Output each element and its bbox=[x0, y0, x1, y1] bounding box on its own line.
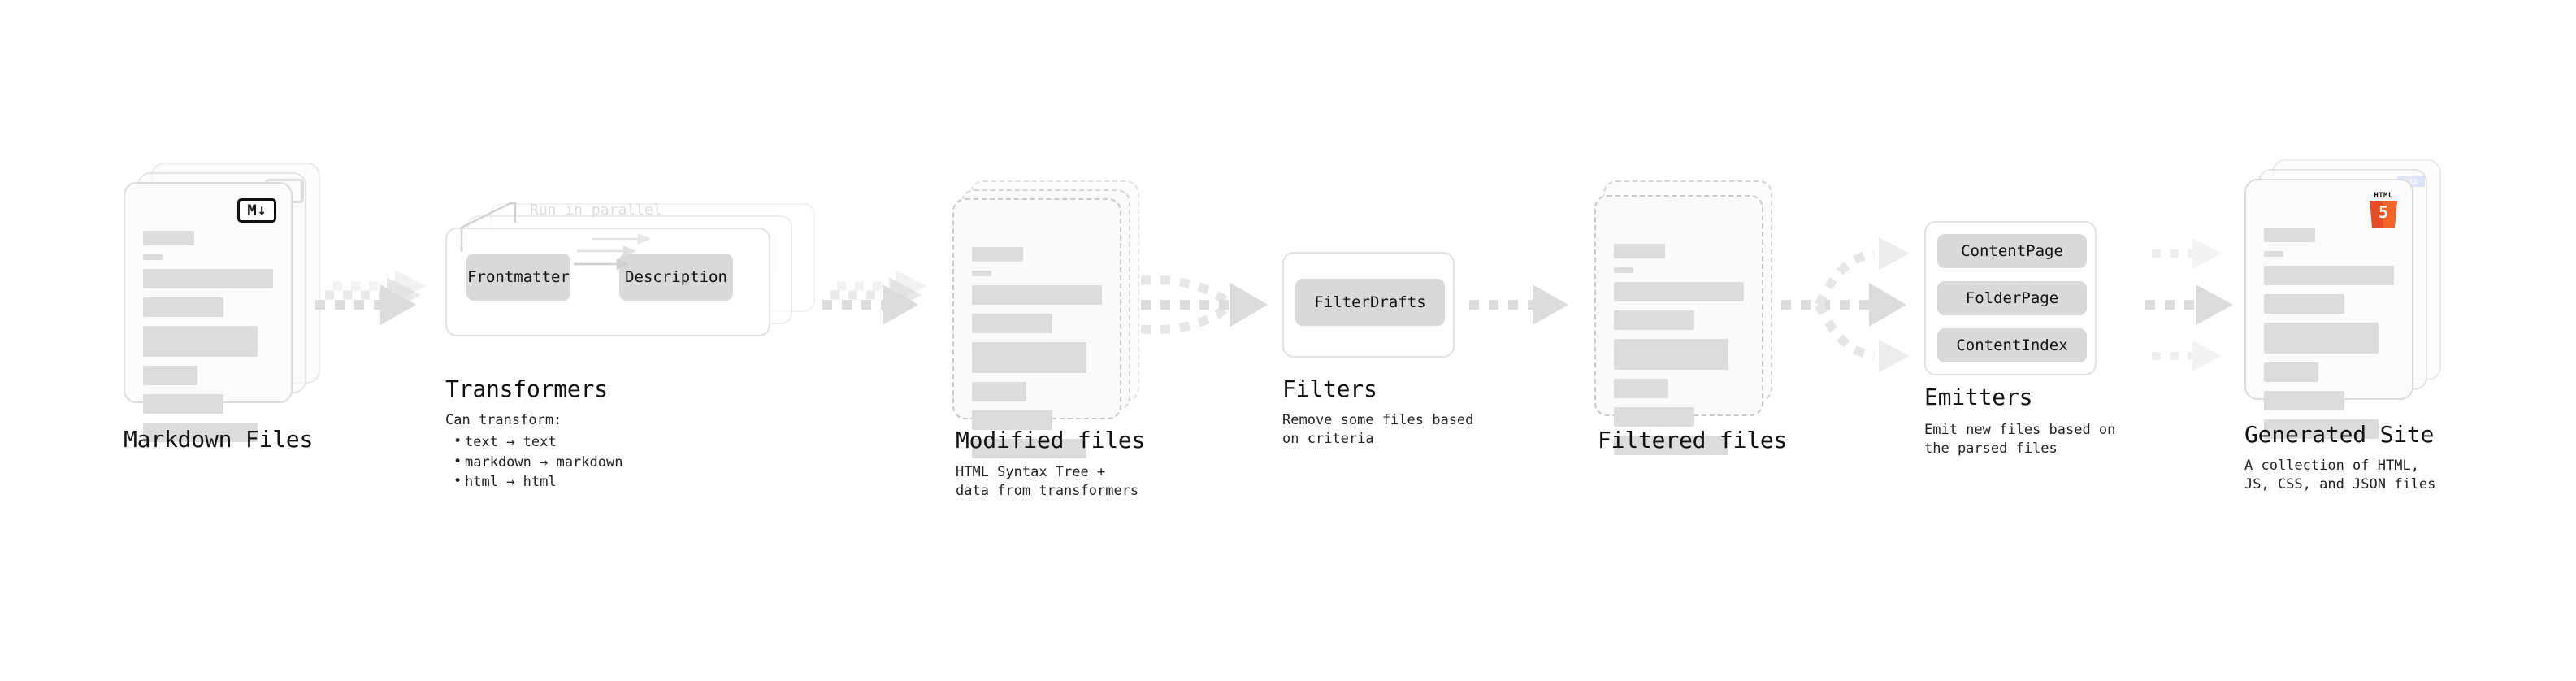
conn-transformers-to-modified bbox=[822, 270, 926, 325]
subtitle-transformers: Can transform: bbox=[445, 412, 562, 428]
markdown-badge-letter: M bbox=[247, 201, 257, 219]
placeholder-line bbox=[143, 231, 194, 245]
label-emitters: Emitters bbox=[1924, 384, 2033, 410]
placeholder-line bbox=[143, 394, 224, 414]
subtitle-emitters: Emit new files based on the parsed files bbox=[1924, 422, 2116, 457]
modified-card-front bbox=[952, 198, 1121, 458]
pill-contentindex[interactable]: ContentIndex bbox=[1937, 328, 2087, 362]
conn-markdown-to-transformers bbox=[315, 270, 426, 325]
placeholder-line bbox=[1614, 436, 1728, 455]
card-placeholder-lines bbox=[143, 231, 273, 451]
subtitle-filters: Remove some files based on criteria bbox=[1282, 412, 1474, 447]
markdown-badge: M↓ bbox=[237, 198, 276, 223]
label-filters: Filters bbox=[1282, 375, 1377, 402]
card-placeholder-lines bbox=[1614, 244, 1744, 464]
html5-badge-digit: 5 bbox=[2378, 202, 2389, 222]
site-card-front: HTML 5 bbox=[2244, 179, 2413, 439]
placeholder-line bbox=[2264, 391, 2345, 410]
markdown-badge-arrow: ↓ bbox=[257, 202, 267, 219]
placeholder-line bbox=[1614, 379, 1669, 398]
placeholder-line bbox=[1614, 244, 1665, 258]
placeholder-line bbox=[972, 382, 1027, 401]
placeholder-line bbox=[972, 271, 991, 276]
html5-badge-word: HTML bbox=[2374, 192, 2393, 200]
label-filtered-files: Filtered files bbox=[1598, 427, 1788, 453]
emitters-group: ContentPage FolderPage ContentIndex bbox=[1924, 221, 2097, 375]
placeholder-line bbox=[143, 366, 198, 385]
html5-badge-shield bbox=[2370, 201, 2397, 228]
placeholder-line bbox=[972, 439, 1086, 458]
placeholder-line bbox=[143, 423, 258, 442]
placeholder-line bbox=[1614, 339, 1728, 370]
placeholder-line bbox=[972, 247, 1023, 262]
filtered-card-front bbox=[1594, 195, 1763, 455]
pill-description[interactable]: Description bbox=[619, 254, 733, 301]
list-item: markdown → markdown bbox=[452, 452, 622, 473]
list-item: html → html bbox=[452, 471, 622, 492]
pill-frontmatter[interactable]: Frontmatter bbox=[466, 254, 570, 301]
pill-filterdrafts[interactable]: FilterDrafts bbox=[1295, 279, 1445, 326]
pill-folderpage[interactable]: FolderPage bbox=[1937, 281, 2087, 315]
placeholder-line bbox=[2264, 362, 2319, 382]
placeholder-line bbox=[972, 410, 1053, 430]
pill-contentpage[interactable]: ContentPage bbox=[1937, 234, 2087, 268]
placeholder-line bbox=[1614, 267, 1633, 273]
conn-emitters-to-site bbox=[2145, 238, 2233, 371]
label-modified-files: Modified files bbox=[956, 427, 1146, 453]
placeholder-line bbox=[143, 297, 224, 317]
card-placeholder-lines bbox=[2264, 228, 2394, 448]
transformer-bullet-list: text → text markdown → markdown html → h… bbox=[452, 432, 622, 492]
placeholder-line bbox=[972, 314, 1053, 333]
subtitle-modified-files: HTML Syntax Tree + data from transformer… bbox=[956, 464, 1139, 499]
placeholder-line bbox=[1614, 310, 1695, 330]
placeholder-line bbox=[2264, 323, 2379, 354]
label-transformers: Transformers bbox=[445, 375, 608, 402]
conn-filters-to-filtered bbox=[1469, 284, 1568, 325]
card-placeholder-lines bbox=[972, 247, 1102, 467]
placeholder-line bbox=[1614, 407, 1695, 427]
placeholder-line bbox=[143, 326, 258, 357]
placeholder-line bbox=[972, 285, 1102, 305]
conn-filtered-to-emitters bbox=[1781, 237, 1910, 372]
list-item: text → text bbox=[452, 432, 622, 453]
transformer-group-front: Frontmatter Description bbox=[445, 228, 770, 336]
placeholder-line bbox=[1614, 282, 1744, 301]
placeholder-line bbox=[2264, 294, 2345, 314]
placeholder-line bbox=[2264, 266, 2394, 285]
conn-modified-to-filters bbox=[1140, 275, 1268, 334]
placeholder-line bbox=[2264, 419, 2379, 439]
markdown-card-front: M↓ bbox=[124, 182, 293, 442]
placeholder-line bbox=[972, 342, 1086, 373]
placeholder-line bbox=[143, 269, 273, 288]
placeholder-line bbox=[2264, 228, 2315, 242]
label-markdown-files: Markdown Files bbox=[124, 426, 314, 453]
label-generated-site: Generated Site bbox=[2244, 421, 2435, 448]
html5-badge: HTML 5 bbox=[2368, 192, 2399, 228]
filters-group: FilterDrafts bbox=[1282, 252, 1455, 358]
label-run-in-parallel: Run in parallel bbox=[530, 202, 662, 219]
placeholder-line bbox=[2264, 251, 2283, 257]
subtitle-generated-site: A collection of HTML, JS, CSS, and JSON … bbox=[2244, 458, 2436, 492]
placeholder-line bbox=[143, 254, 163, 260]
